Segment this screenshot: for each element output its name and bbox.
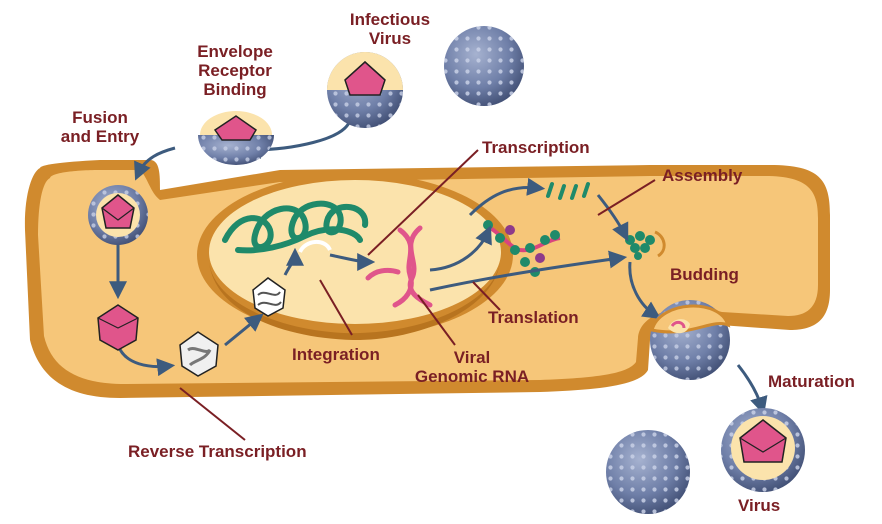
fusion-virion: [198, 111, 274, 165]
infectious-virus-sphere: [444, 26, 524, 106]
entry-endosome: [88, 185, 148, 245]
label-envelope-line1: Envelope: [175, 42, 295, 61]
label-viral-rna-line1: Viral: [402, 348, 542, 367]
label-fusion-line1: Fusion: [40, 108, 160, 127]
label-infectious-virus-line2: Virus: [330, 29, 450, 48]
label-translation: Translation: [488, 308, 579, 327]
label-fusion-entry: Fusion and Entry: [40, 108, 160, 146]
label-viral-rna-line2: Genomic RNA: [402, 367, 542, 386]
label-reverse-transcription: Reverse Transcription: [128, 442, 307, 461]
label-fusion-line2: and Entry: [40, 127, 160, 146]
label-virus: Virus: [738, 496, 780, 515]
label-maturation: Maturation: [768, 372, 855, 391]
label-viral-genomic-rna: Viral Genomic RNA: [402, 348, 542, 386]
label-envelope-line2: Receptor: [175, 61, 295, 80]
label-integration: Integration: [292, 345, 380, 364]
released-virus-sphere: [606, 430, 690, 514]
label-envelope-line3: Binding: [175, 80, 295, 99]
mature-virus: [721, 408, 805, 492]
label-budding: Budding: [670, 265, 739, 284]
binding-virion: [327, 52, 403, 128]
label-infectious-virus: Infectious Virus: [330, 10, 450, 48]
label-assembly: Assembly: [662, 166, 742, 185]
label-transcription: Transcription: [482, 138, 590, 157]
budding-virion: [650, 300, 730, 380]
label-envelope-receptor-binding: Envelope Receptor Binding: [175, 42, 295, 99]
label-infectious-virus-line1: Infectious: [330, 10, 450, 29]
